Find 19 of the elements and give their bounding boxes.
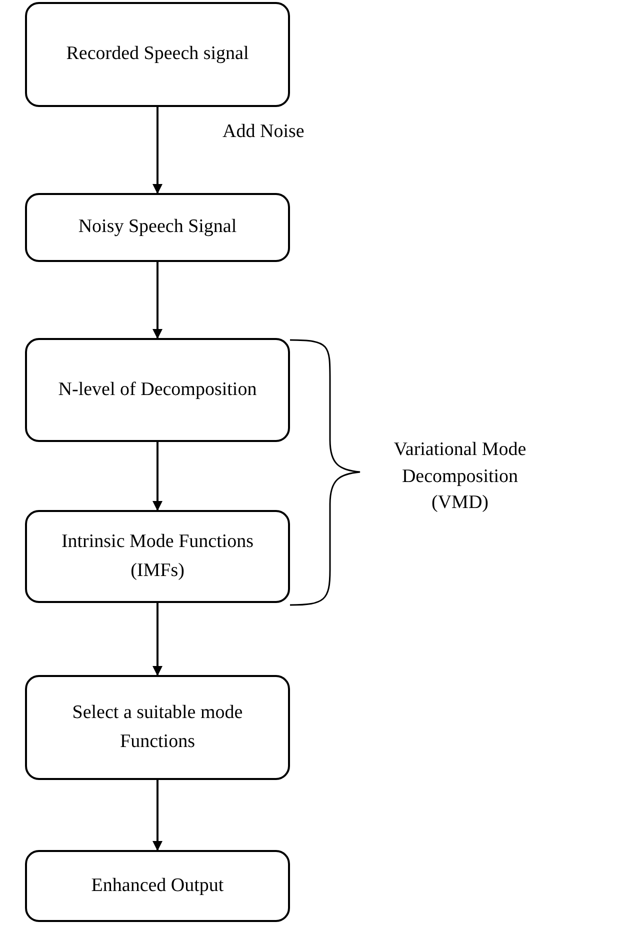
edge-label: Add Noise <box>222 120 304 144</box>
box-label: Noisy Speech Signal <box>78 215 237 240</box>
arrow <box>152 107 162 194</box>
group-label: Variational Mode Decomposition (VMD) <box>392 438 528 516</box>
process-box <box>25 850 290 922</box>
box-label: Intrinsic Mode Functions (IMFs) <box>60 530 255 582</box>
process-box <box>25 193 290 262</box>
arrow <box>152 603 162 676</box>
process-box <box>25 2 290 107</box>
process-box <box>25 510 290 603</box>
box-label: N-level of Decomposition <box>58 378 257 402</box>
process-box <box>25 338 290 442</box>
arrow <box>152 442 162 511</box>
box-label: Recorded Speech signal <box>66 42 249 66</box>
arrow <box>152 780 162 851</box>
box-label: Enhanced Output <box>91 874 224 898</box>
process-box <box>25 675 290 780</box>
box-label: Select a suitable mode Functions <box>71 701 244 754</box>
arrow <box>152 262 162 339</box>
